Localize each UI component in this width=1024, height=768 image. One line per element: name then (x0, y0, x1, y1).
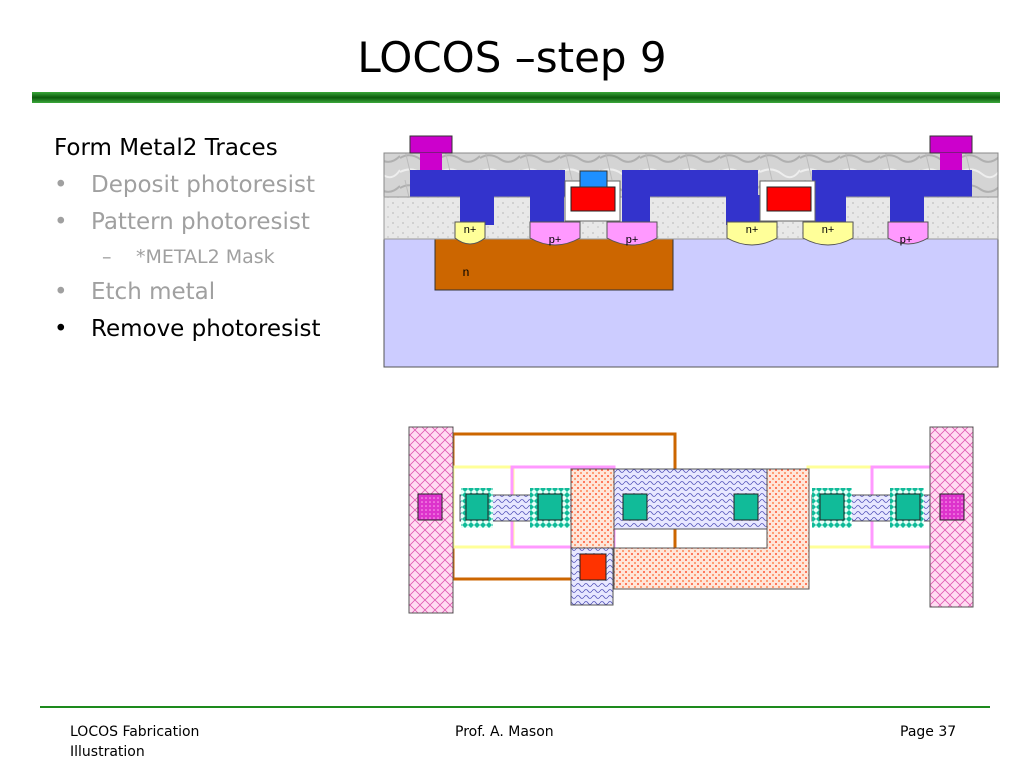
metal2-via (940, 153, 962, 170)
label-n-plus: n+ (822, 224, 835, 236)
poly-gate (570, 468, 615, 549)
contact (622, 493, 648, 521)
bullet-text: Etch metal (91, 279, 216, 305)
bullet-item-remove: • Remove photoresist (54, 314, 320, 344)
bullet-text: Form Metal2 Traces (54, 135, 278, 161)
poly-gate (570, 186, 616, 212)
bullet-marker: • (54, 279, 68, 305)
poly-gate (613, 468, 810, 590)
bullet-text: Remove photoresist (91, 316, 321, 342)
cross-section-diagram: n+ p+ p+ n+ n+ p+ n (383, 135, 999, 368)
contact (537, 493, 563, 521)
metal1-trace (812, 170, 972, 197)
label-p-plus: p+ (900, 234, 913, 246)
bullet-marker: • (54, 316, 68, 342)
label-n-plus: n+ (464, 224, 477, 236)
label-n-plus: n+ (746, 224, 759, 236)
metal2-via (420, 153, 442, 170)
bullet-item-pattern: • Pattern photoresist (54, 207, 310, 237)
bullet-text: Deposit photoresist (91, 172, 316, 198)
contact (895, 493, 921, 521)
p-plus-diffusion (529, 221, 581, 246)
via (579, 170, 608, 188)
contact (465, 493, 489, 521)
poly-gate (766, 186, 812, 212)
metal1-trace (622, 170, 758, 197)
contact (733, 493, 759, 521)
bullet-item-metal2-mask: – *METAL2 Mask (102, 242, 275, 272)
metal2-pad (929, 135, 973, 154)
bullet-marker: • (54, 209, 68, 235)
metal2-pad (409, 135, 453, 154)
metal1-trace (410, 170, 565, 197)
bullet-marker: • (54, 172, 68, 198)
title-divider (32, 92, 1000, 103)
contact (819, 493, 845, 521)
label-p-plus: p+ (626, 234, 639, 246)
footer-divider (40, 706, 990, 708)
n-plus-diffusion (726, 221, 778, 246)
bullet-marker: – (102, 246, 112, 268)
p-plus-diffusion (606, 221, 658, 246)
n-well (434, 236, 674, 291)
poly-contact (579, 553, 607, 581)
layout-diagram (408, 426, 974, 614)
footer-page-number: Page 37 (900, 724, 957, 740)
bullet-item-etch: • Etch metal (54, 277, 215, 307)
label-n-well: n (463, 265, 470, 279)
footer-course-title: LOCOS Fabrication Illustration (70, 724, 200, 760)
via (939, 493, 965, 521)
bullet-text: Pattern photoresist (91, 209, 310, 235)
label-p-plus: p+ (549, 234, 562, 246)
bullet-text: *METAL2 Mask (136, 246, 275, 268)
via (417, 493, 443, 521)
n-plus-diffusion (802, 221, 854, 246)
footer-author: Prof. A. Mason (455, 724, 554, 740)
n-plus-diffusion (454, 221, 486, 245)
bullet-item-deposit: • Deposit photoresist (54, 170, 315, 200)
p-plus-diffusion (887, 221, 929, 245)
slide-title: LOCOS –step 9 (357, 33, 667, 82)
bullet-item-form-metal2: Form Metal2 Traces (54, 133, 278, 163)
